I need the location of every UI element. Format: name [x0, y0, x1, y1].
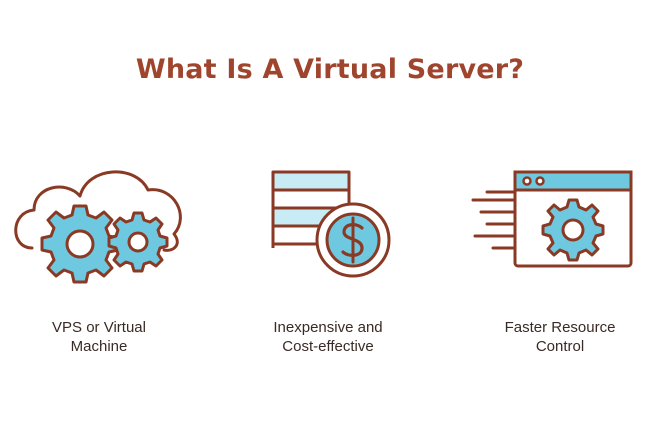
page-title: What Is A Virtual Server?: [135, 54, 525, 85]
caption-line: Inexpensive and: [273, 319, 383, 336]
feature-caption: Faster Resource Control: [465, 318, 655, 356]
browser-gear-speed-icon: [471, 170, 633, 268]
feature-caption: Inexpensive and Cost-effective: [233, 318, 423, 356]
caption-line: Machine: [70, 338, 128, 355]
caption-line: Control: [535, 338, 585, 355]
cloud-gears-icon: [14, 170, 182, 284]
feature-cost: Inexpensive and Cost-effective: [233, 160, 423, 370]
caption-line: Faster Resource: [504, 319, 616, 336]
server-dollar-icon: [271, 170, 391, 278]
caption-line: VPS or Virtual: [52, 319, 146, 336]
feature-caption: VPS or Virtual Machine: [4, 318, 194, 356]
feature-control: Faster Resource Control: [465, 160, 655, 370]
feature-vps: VPS or Virtual Machine: [4, 160, 194, 370]
caption-line: Cost-effective: [282, 338, 374, 355]
